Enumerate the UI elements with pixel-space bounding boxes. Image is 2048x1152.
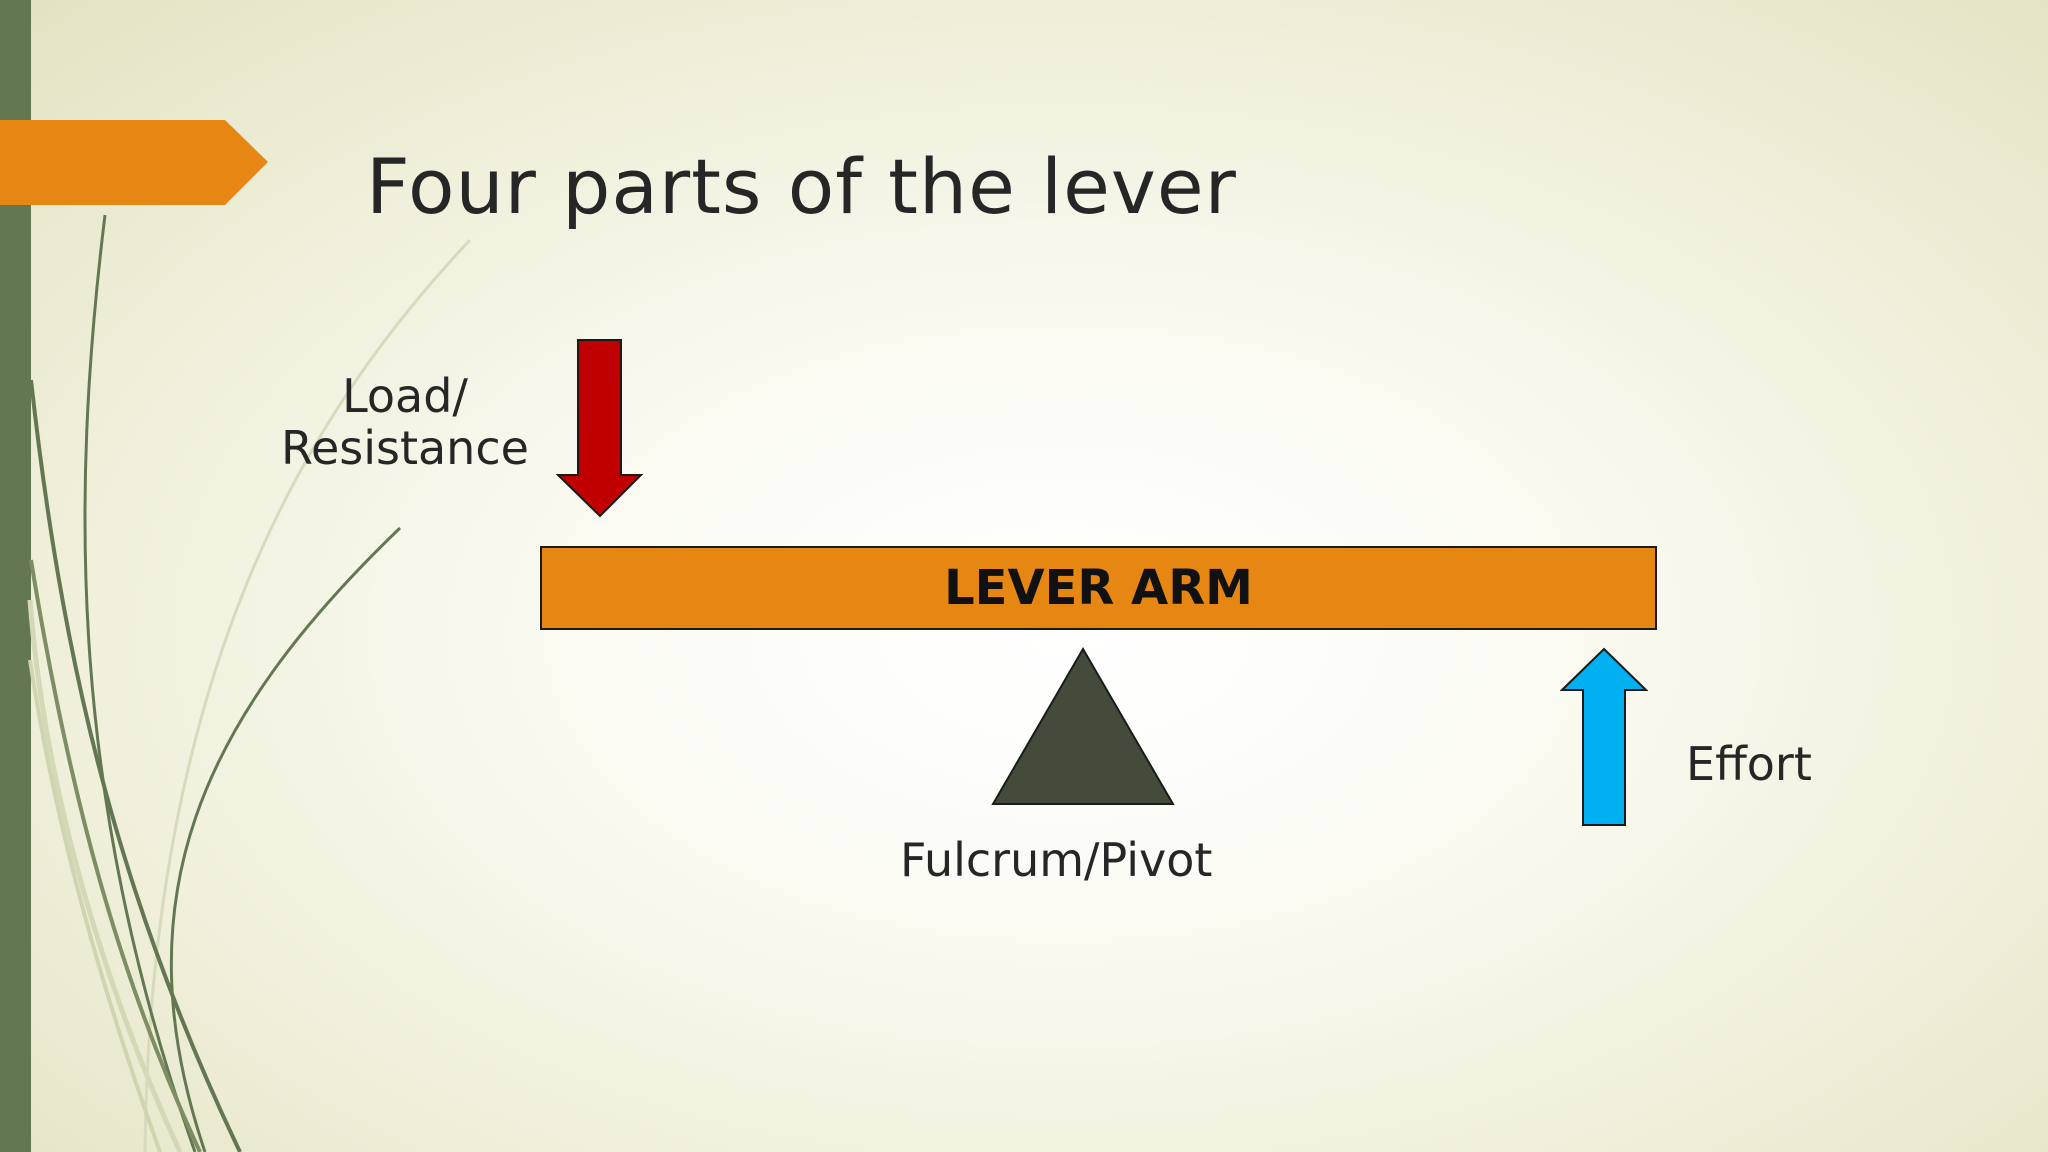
- grass-blade-dark-4: [29, 559, 202, 1152]
- load-arrow-icon: [555, 339, 644, 518]
- title-accent-tab: [0, 120, 268, 205]
- effort-arrow-shape: [1560, 647, 1648, 826]
- load-arrow-shape: [555, 339, 644, 518]
- grass-blade-dark-3: [169, 526, 402, 1152]
- grass-blade-dark-1: [83, 214, 197, 1152]
- title-accent-shape: [0, 120, 268, 205]
- grass-decoration: [27, 214, 472, 1152]
- load-resistance-label-text: Load/ Resistance: [281, 369, 529, 475]
- effort-arrow-icon: [1560, 647, 1648, 826]
- fulcrum-triangle-icon: [991, 647, 1175, 805]
- grass-blade-dark-2: [29, 379, 242, 1152]
- grass-blade-light-2: [143, 238, 472, 1152]
- fulcrum-pivot-label: Fulcrum/Pivot: [900, 833, 1213, 887]
- fulcrum-triangle-shape: [991, 647, 1175, 805]
- lever-arm: LEVER ARM: [540, 546, 1657, 630]
- grass-blade-light-1: [27, 599, 183, 1152]
- grass-blade-light-3: [28, 659, 162, 1152]
- lever-arm-label: LEVER ARM: [944, 560, 1253, 616]
- load-resistance-label: Load/ Resistance: [270, 370, 540, 474]
- slide-title: Four parts of the lever: [366, 142, 1237, 231]
- effort-label: Effort: [1686, 737, 1812, 791]
